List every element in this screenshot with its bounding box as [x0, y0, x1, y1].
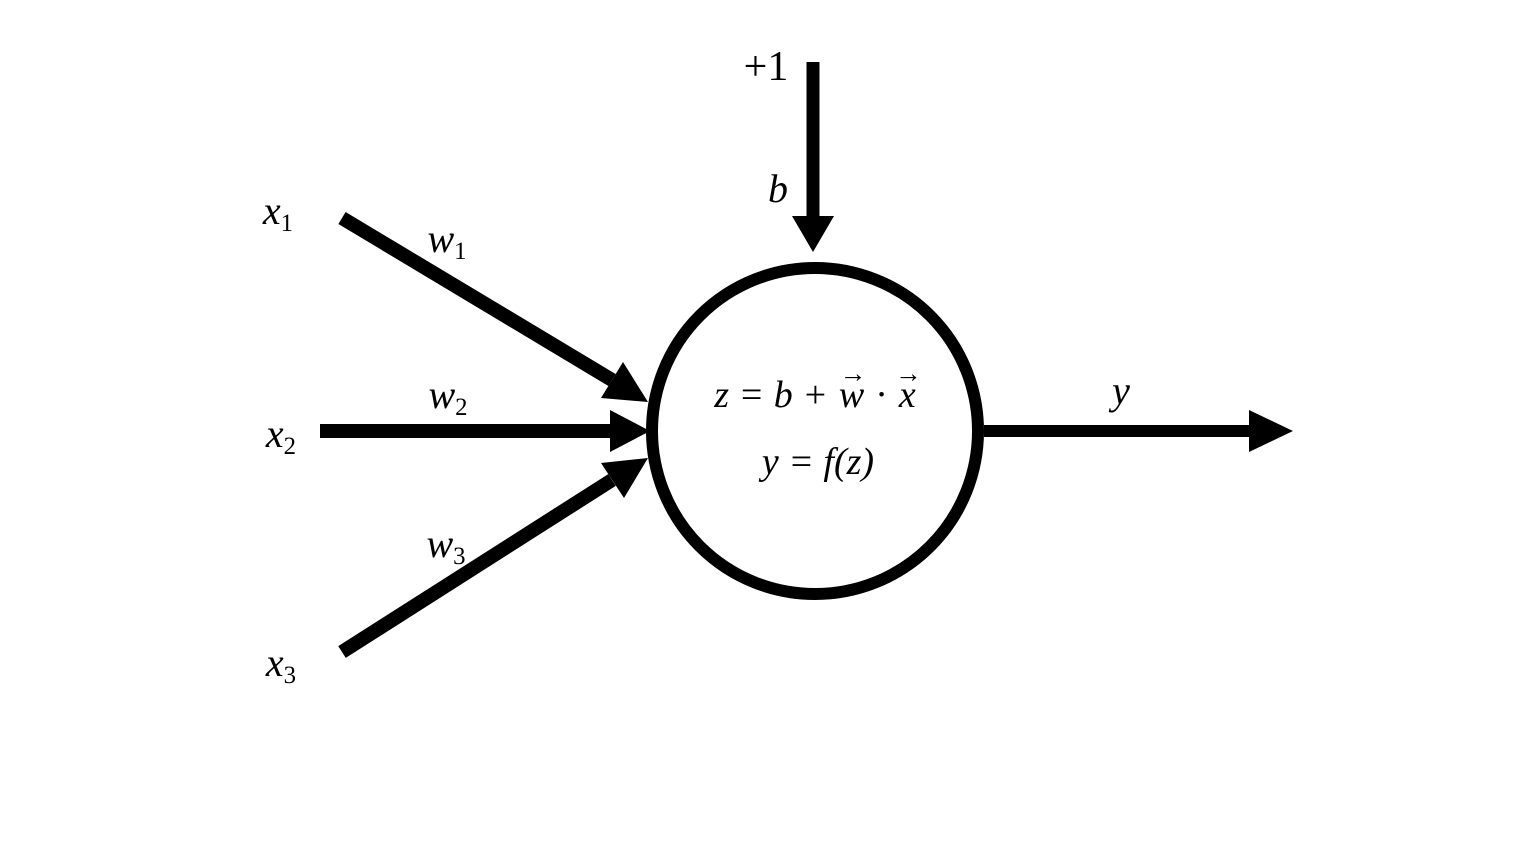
input3-arrow-line: [338, 474, 616, 658]
input-label-x1: x1: [262, 188, 294, 238]
weight-label-w1: w1: [427, 216, 467, 266]
neuron-formula-z: z = b +→w·→x: [714, 357, 922, 416]
vector-arrow-icon: →: [895, 357, 922, 388]
dot-operator: ·: [875, 374, 888, 416]
weight-label-w3: w3: [426, 521, 466, 571]
vector-x: →x: [895, 357, 922, 416]
weight-label-w2: w2: [428, 372, 468, 422]
vector-w: →w: [838, 357, 866, 416]
input2-arrowhead-icon: [610, 410, 650, 452]
input1-arrow-line: [338, 211, 616, 387]
neuron-circle: [646, 262, 984, 600]
output-arrowhead-icon: [1249, 410, 1293, 452]
neuron-formula-y: y = f(z): [761, 441, 875, 483]
input-label-x3: x3: [265, 640, 297, 690]
input3-arrowhead-icon: [601, 458, 648, 498]
bias-input-label: +1: [743, 44, 789, 90]
output-label: y: [1112, 368, 1130, 413]
vector-arrow-icon: →: [839, 357, 867, 388]
bias-arrowhead-icon: [792, 216, 834, 252]
formula-z-prefix: z = b +: [714, 374, 828, 416]
input1-arrowhead-icon: [601, 362, 648, 402]
bias-weight-label: b: [768, 166, 788, 211]
input-label-x2: x2: [265, 411, 297, 461]
